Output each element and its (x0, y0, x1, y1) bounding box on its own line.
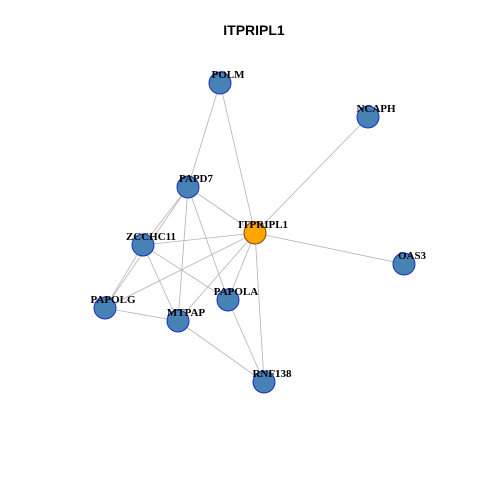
node-label: PAPOLA (214, 286, 258, 298)
edge-zcchc11-mtpap (142, 244, 179, 322)
node-label: RNF138 (252, 368, 292, 380)
node-label: MTPAP (167, 307, 206, 319)
node-zcchc11[interactable]: ZCCHC11 (126, 231, 176, 257)
node-label: POLM (212, 69, 246, 81)
edge-papolg-mtpap (104, 307, 179, 322)
node-circle[interactable] (356, 105, 380, 129)
edge-itpripl1-rnf138 (254, 232, 265, 383)
node-papolg[interactable]: PAPOLG (90, 294, 136, 320)
edge-itpripl1-papola (227, 232, 256, 301)
node-rnf138[interactable]: RNF138 (252, 368, 292, 394)
node-circle[interactable] (252, 370, 276, 394)
edge-papola-rnf138 (227, 299, 265, 383)
node-itpripl1[interactable]: ITPRIPL1 (238, 219, 288, 245)
edge-itpripl1-mtpap (177, 232, 256, 322)
node-circle[interactable] (166, 309, 190, 333)
node-ncaph[interactable]: NCAPH (356, 103, 396, 129)
node-label: ITPRIPL1 (238, 219, 288, 231)
graph-title: ITPRIPL1 (223, 22, 285, 38)
edge-polm-papd7 (187, 82, 221, 188)
edge-ncaph-itpripl1 (254, 116, 369, 234)
node-label: PAPOLG (90, 294, 135, 306)
node-mtpap[interactable]: MTPAP (166, 307, 206, 333)
edge-papd7-itpripl1 (187, 186, 256, 234)
edge-zcchc11-papolg (104, 244, 144, 309)
edge-layer (104, 82, 405, 383)
node-papd7[interactable]: PAPD7 (176, 173, 214, 199)
edge-itpripl1-oas3 (254, 232, 405, 265)
node-label: NCAPH (356, 103, 396, 115)
edge-papd7-papola (187, 186, 229, 301)
node-label: PAPD7 (179, 173, 214, 185)
node-polm[interactable]: POLM (208, 69, 246, 95)
edge-papd7-mtpap (177, 186, 189, 322)
node-circle[interactable] (216, 288, 240, 312)
node-circle[interactable] (176, 175, 200, 199)
node-label: OAS3 (398, 250, 427, 262)
edge-mtpap-rnf138 (177, 320, 265, 383)
node-circle[interactable] (392, 252, 416, 276)
edge-zcchc11-papola (142, 244, 229, 301)
node-circle[interactable] (208, 71, 232, 95)
node-papola[interactable]: PAPOLA (214, 286, 258, 312)
node-circle[interactable] (243, 221, 267, 245)
node-oas3[interactable]: OAS3 (392, 250, 427, 276)
edge-polm-itpripl1 (219, 82, 256, 234)
node-circle[interactable] (93, 296, 117, 320)
edge-papd7-zcchc11 (142, 186, 189, 246)
edge-itpripl1-papolg (104, 232, 256, 309)
edge-itpripl1-zcchc11 (142, 232, 256, 246)
node-label: ZCCHC11 (126, 231, 176, 243)
node-circle[interactable] (131, 233, 155, 257)
